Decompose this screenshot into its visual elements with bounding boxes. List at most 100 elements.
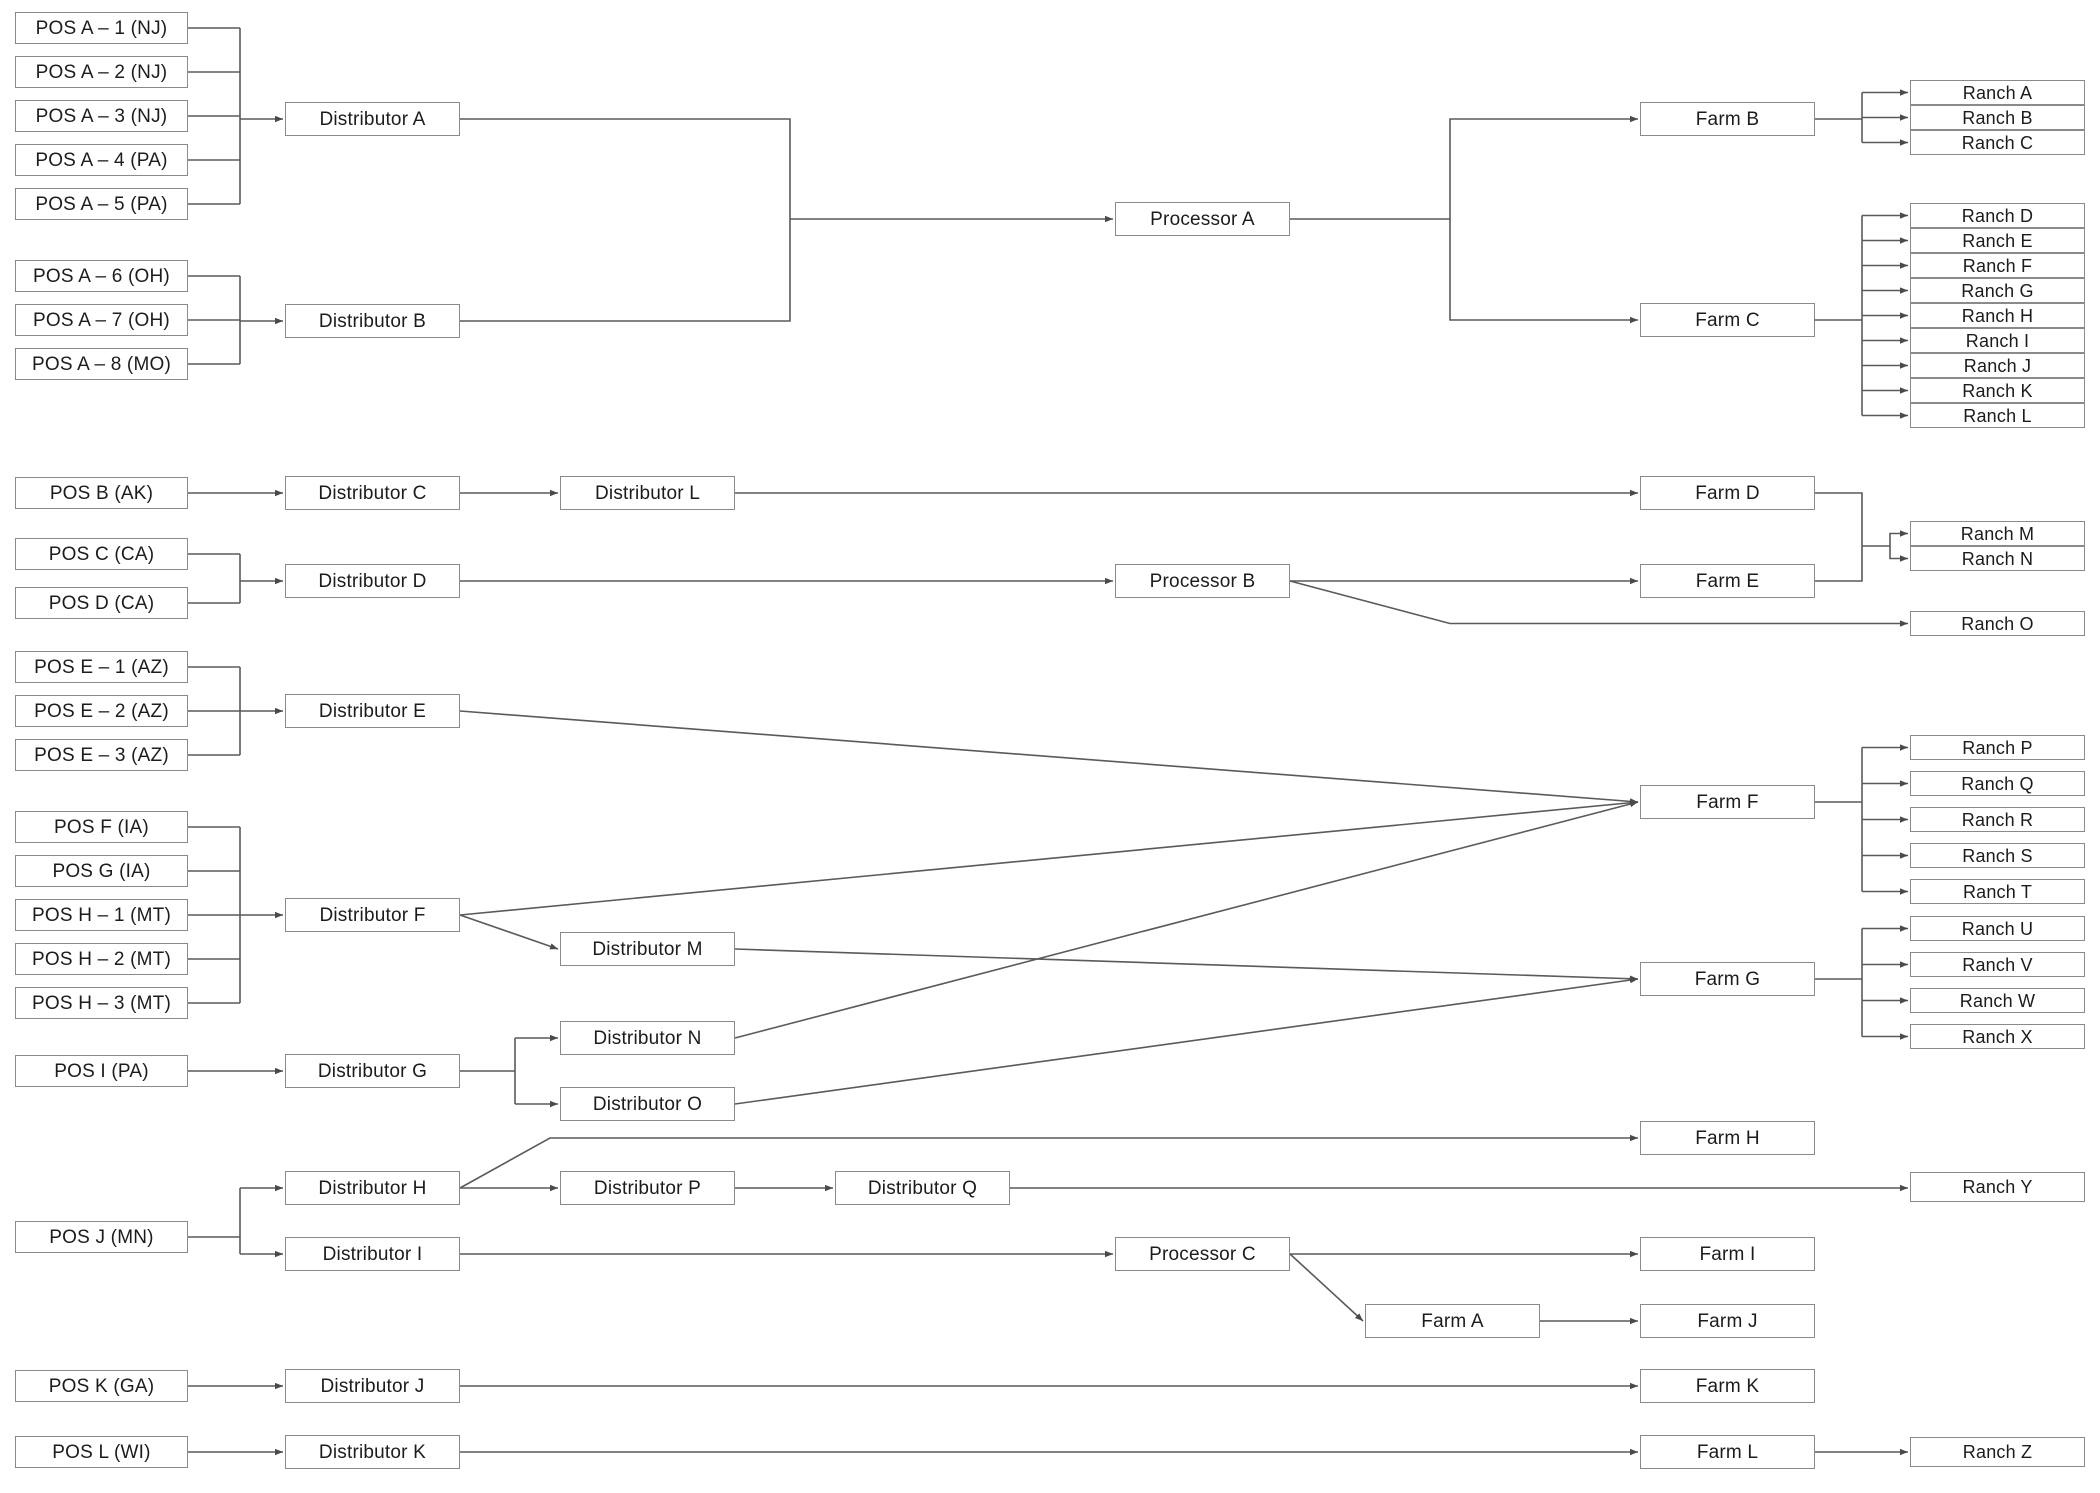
node-farmH[interactable]: Farm H [1640,1121,1815,1155]
node-posH1[interactable]: POS H – 1 (MT) [15,899,188,931]
node-posA6[interactable]: POS A – 6 (OH) [15,260,188,292]
node-label: POS L (WI) [52,1441,151,1463]
node-farmD[interactable]: Farm D [1640,476,1815,510]
node-posA7[interactable]: POS A – 7 (OH) [15,304,188,336]
node-posB[interactable]: POS B (AK) [15,477,188,509]
node-ranchE[interactable]: Ranch E [1910,228,2085,253]
node-posA3[interactable]: POS A – 3 (NJ) [15,100,188,132]
edge-distA-distB-merge [460,118,791,322]
node-farmJ[interactable]: Farm J [1640,1304,1815,1338]
edge-distF-to-distM [459,914,559,950]
node-procA[interactable]: Processor A [1115,202,1290,236]
node-ranchD[interactable]: Ranch D [1910,203,2085,228]
node-distA[interactable]: Distributor A [285,102,460,136]
node-label: POS D (CA) [48,592,155,614]
node-posD[interactable]: POS D (CA) [15,587,188,619]
node-ranchN[interactable]: Ranch N [1910,546,2085,571]
node-farmC[interactable]: Farm C [1640,303,1815,337]
node-procB[interactable]: Processor B [1115,564,1290,598]
edge-merge-to-ranchM [1862,530,1908,547]
node-ranchK[interactable]: Ranch K [1910,378,2085,403]
node-ranchF[interactable]: Ranch F [1910,253,2085,278]
node-distN[interactable]: Distributor N [560,1021,735,1055]
node-posA8[interactable]: POS A – 8 (MO) [15,348,188,380]
node-label: POS E – 3 (AZ) [34,744,169,766]
node-distO[interactable]: Distributor O [560,1087,735,1121]
node-ranchI[interactable]: Ranch I [1910,328,2085,353]
node-procC[interactable]: Processor C [1115,1237,1290,1271]
node-ranchH[interactable]: Ranch H [1910,303,2085,328]
node-ranchJ[interactable]: Ranch J [1910,353,2085,378]
node-ranchL[interactable]: Ranch L [1910,403,2085,428]
node-farmB[interactable]: Farm B [1640,102,1815,136]
node-distB[interactable]: Distributor B [285,304,460,338]
node-posC[interactable]: POS C (CA) [15,538,188,570]
node-farmK[interactable]: Farm K [1640,1369,1815,1403]
node-posA1[interactable]: POS A – 1 (NJ) [15,12,188,44]
node-posG[interactable]: POS G (IA) [15,855,188,887]
node-posA4[interactable]: POS A – 4 (PA) [15,144,188,176]
node-distM[interactable]: Distributor M [560,932,735,966]
node-ranchC[interactable]: Ranch C [1910,130,2085,155]
node-label: POS C (CA) [48,543,155,565]
node-label: Farm F [1696,791,1759,813]
node-label: Distributor K [318,1441,427,1463]
node-ranchP[interactable]: Ranch P [1910,735,2085,760]
node-ranchV[interactable]: Ranch V [1910,952,2085,977]
node-ranchM[interactable]: Ranch M [1910,521,2085,546]
node-farmI[interactable]: Farm I [1640,1237,1815,1271]
node-ranchQ[interactable]: Ranch Q [1910,771,2085,796]
node-distI[interactable]: Distributor I [285,1237,460,1271]
node-ranchT[interactable]: Ranch T [1910,879,2085,904]
node-posI[interactable]: POS I (PA) [15,1055,188,1087]
node-posH2[interactable]: POS H – 2 (MT) [15,943,188,975]
node-distP[interactable]: Distributor P [560,1171,735,1205]
node-farmG[interactable]: Farm G [1640,962,1815,996]
node-posE1[interactable]: POS E – 1 (AZ) [15,651,188,683]
node-ranchY[interactable]: Ranch Y [1910,1172,2085,1202]
node-posA2[interactable]: POS A – 2 (NJ) [15,56,188,88]
node-ranchW[interactable]: Ranch W [1910,988,2085,1013]
node-ranchR[interactable]: Ranch R [1910,807,2085,832]
node-label: Ranch M [1960,523,2035,544]
node-ranchA[interactable]: Ranch A [1910,80,2085,105]
node-posJ[interactable]: POS J (MN) [15,1221,188,1253]
node-ranchB[interactable]: Ranch B [1910,105,2085,130]
node-ranchU[interactable]: Ranch U [1910,916,2085,941]
node-posE2[interactable]: POS E – 2 (AZ) [15,695,188,727]
node-label: Farm H [1695,1127,1760,1149]
node-posE3[interactable]: POS E – 3 (AZ) [15,739,188,771]
edge-procC-to-farmA [1289,1253,1364,1322]
node-farmF[interactable]: Farm F [1640,785,1815,819]
node-distK[interactable]: Distributor K [285,1435,460,1469]
node-label: Distributor O [592,1093,703,1115]
node-posH3[interactable]: POS H – 3 (MT) [15,987,188,1019]
node-label: POS G (IA) [52,860,151,882]
node-distF[interactable]: Distributor F [285,898,460,932]
node-distE[interactable]: Distributor E [285,694,460,728]
node-label: Distributor L [594,482,701,504]
node-ranchG[interactable]: Ranch G [1910,278,2085,303]
node-label: Farm G [1694,968,1761,990]
node-distD[interactable]: Distributor D [285,564,460,598]
node-ranchX[interactable]: Ranch X [1910,1024,2085,1049]
node-posA5[interactable]: POS A – 5 (PA) [15,188,188,220]
node-farmL[interactable]: Farm L [1640,1435,1815,1469]
node-ranchS[interactable]: Ranch S [1910,843,2085,868]
node-label: Ranch G [1961,280,2034,301]
node-farmE[interactable]: Farm E [1640,564,1815,598]
node-distG[interactable]: Distributor G [285,1054,460,1088]
node-distL[interactable]: Distributor L [560,476,735,510]
node-farmA[interactable]: Farm A [1365,1304,1540,1338]
node-ranchO[interactable]: Ranch O [1910,611,2085,636]
node-distC[interactable]: Distributor C [285,476,460,510]
node-posL[interactable]: POS L (WI) [15,1436,188,1468]
node-posK[interactable]: POS K (GA) [15,1370,188,1402]
node-posF[interactable]: POS F (IA) [15,811,188,843]
edge-distM-to-farmG [734,948,1639,982]
node-distQ[interactable]: Distributor Q [835,1171,1010,1205]
node-ranchZ[interactable]: Ranch Z [1910,1437,2085,1467]
node-distH[interactable]: Distributor H [285,1171,460,1205]
edge-procA-to-farmB [1290,115,1638,220]
node-distJ[interactable]: Distributor J [285,1369,460,1403]
